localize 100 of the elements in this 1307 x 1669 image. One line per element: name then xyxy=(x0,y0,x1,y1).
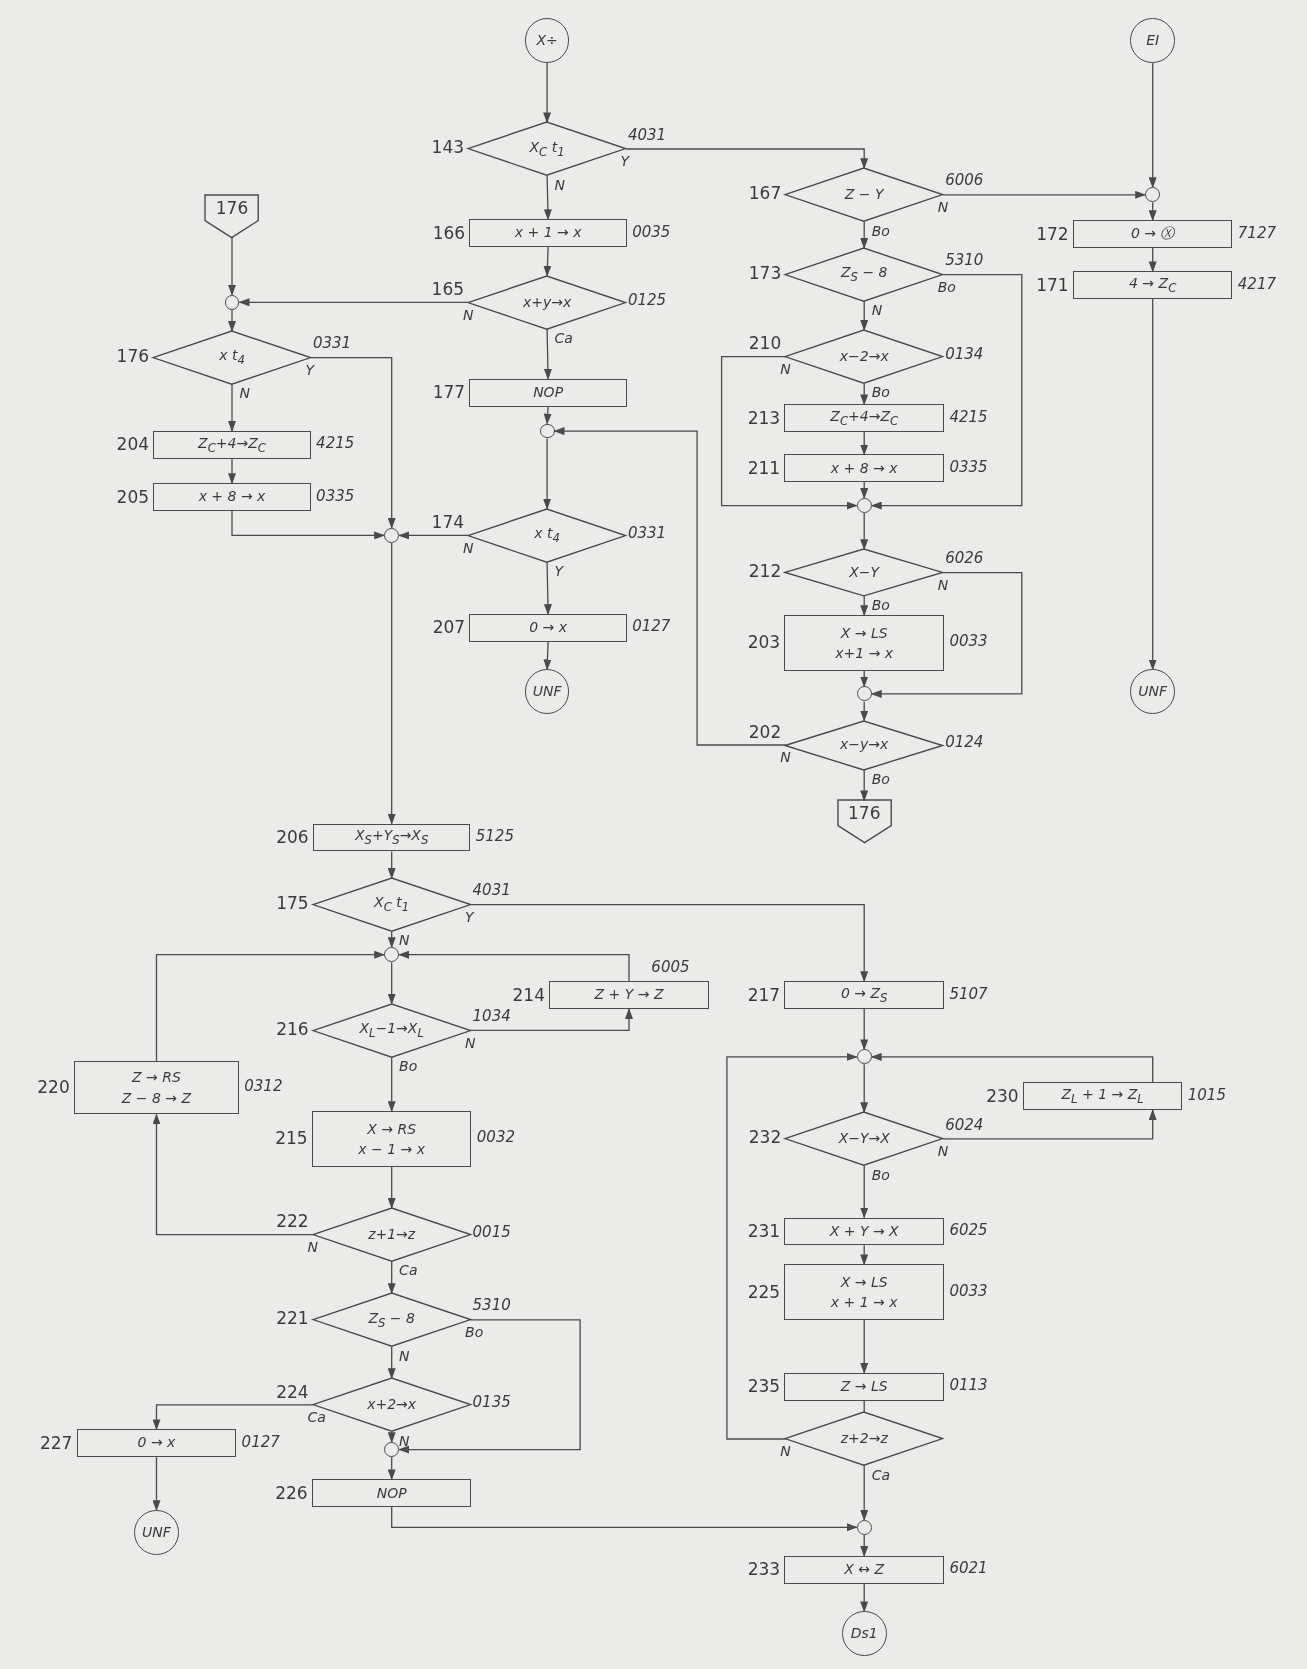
step-number: 210 xyxy=(748,335,782,353)
edge-label: N xyxy=(463,307,474,322)
node-text: UNF xyxy=(142,1523,171,1542)
terminal-circle xyxy=(134,1510,179,1555)
edge-label: Bo xyxy=(871,771,890,786)
arrow xyxy=(152,1404,314,1431)
edge-label: Bo xyxy=(871,385,890,400)
node-text: 176 xyxy=(848,803,881,825)
step-number: 177 xyxy=(432,384,466,402)
node-text: x + 8 → x xyxy=(198,488,266,506)
node-text: x − 1 → x xyxy=(358,1139,426,1159)
arrow xyxy=(870,1052,1154,1084)
address-code: 5125 xyxy=(475,829,514,845)
arrow xyxy=(860,768,869,802)
arrow xyxy=(387,930,396,949)
edge-label: Ca xyxy=(554,331,573,345)
address-code: 4215 xyxy=(949,409,988,425)
arrow xyxy=(387,1345,396,1380)
arrow xyxy=(543,174,552,221)
arrow xyxy=(553,427,787,746)
step-number: 227 xyxy=(39,1434,73,1452)
edge-label: N xyxy=(937,200,949,215)
arrow xyxy=(387,1165,396,1209)
step-number: 233 xyxy=(747,1561,781,1579)
edge-label: Bo xyxy=(937,279,956,294)
address-code: 4217 xyxy=(1237,276,1276,292)
junction-circle xyxy=(1145,187,1161,203)
arrow xyxy=(860,1583,869,1613)
arrow xyxy=(152,1456,161,1512)
junction-circle xyxy=(384,947,400,963)
step-number: 214 xyxy=(512,986,545,1004)
node-text: Z → LS xyxy=(840,1378,888,1396)
node-text: x t$_{4}$ xyxy=(534,525,560,546)
process-box xyxy=(1072,220,1233,248)
address-code: 6005 xyxy=(651,960,690,975)
node-text: NOP xyxy=(533,383,564,402)
process-box xyxy=(784,1373,945,1401)
arrow xyxy=(391,1506,858,1532)
address-code: 6024 xyxy=(945,1117,984,1133)
junction-circle xyxy=(856,686,872,702)
node-text: X$_{L}$−1→X$_{L}$ xyxy=(359,1020,424,1041)
edge-label: Ca xyxy=(399,1263,418,1278)
address-code: 0331 xyxy=(627,525,667,541)
arrow xyxy=(942,190,1147,199)
junction-circle xyxy=(224,294,240,310)
address-code: 0127 xyxy=(632,619,671,635)
process-box xyxy=(73,1061,239,1115)
process-box xyxy=(153,483,311,511)
step-number: 211 xyxy=(747,459,781,477)
node-text: 0 → x xyxy=(529,619,568,637)
edge-label: Y xyxy=(305,362,314,377)
node-text: x + 1 → x xyxy=(830,1293,898,1313)
step-number: 220 xyxy=(37,1079,70,1097)
step-number: 206 xyxy=(276,829,309,847)
step-number: 207 xyxy=(432,619,466,637)
node-text: x−2→x xyxy=(839,347,889,366)
node-text: Z + Y → Z xyxy=(594,986,664,1004)
arrow xyxy=(228,383,236,433)
address-code: 0124 xyxy=(945,735,984,751)
step-number: 173 xyxy=(748,265,782,282)
arrow xyxy=(387,1456,396,1481)
node-text: x + 8 → x xyxy=(830,459,898,478)
terminal-circle xyxy=(1130,669,1175,715)
edge-label: N xyxy=(780,750,791,765)
node-text: X + Y → X xyxy=(829,1222,899,1241)
node-text: X → LS xyxy=(840,1272,888,1292)
node-text: z+2→z xyxy=(840,1430,888,1448)
step-number: 205 xyxy=(116,488,149,506)
address-code: 6026 xyxy=(945,551,984,567)
arrow xyxy=(860,1063,869,1114)
node-text: Z$_{C}$+4→Z$_{C}$ xyxy=(198,434,266,456)
arrow xyxy=(543,405,552,425)
arrow xyxy=(860,700,869,722)
process-box xyxy=(469,614,627,642)
node-text: 176 xyxy=(215,197,249,219)
arrow xyxy=(228,458,236,485)
arrow xyxy=(720,355,858,510)
node-text: x t$_{4}$ xyxy=(219,347,245,368)
address-code: 0331 xyxy=(312,336,352,352)
node-text: UNF xyxy=(532,683,562,701)
step-number: 221 xyxy=(276,1310,309,1328)
arrow xyxy=(398,950,630,982)
address-code: 0127 xyxy=(241,1434,280,1450)
address-code: 1015 xyxy=(1187,1087,1226,1103)
address-code: 0335 xyxy=(949,459,988,475)
arrow xyxy=(625,148,869,170)
edge-label: Bo xyxy=(871,598,890,613)
process-box xyxy=(784,981,945,1009)
process-box xyxy=(784,1264,945,1320)
arrow xyxy=(860,481,869,500)
address-code: 0035 xyxy=(632,224,671,240)
junction-circle xyxy=(384,527,400,543)
node-text: Z$_{L}$ + 1 → Z$_{L}$ xyxy=(1061,1086,1144,1107)
terminal-circle xyxy=(1130,18,1175,63)
address-code: 6025 xyxy=(949,1222,988,1238)
process-box xyxy=(311,1111,472,1167)
arrow xyxy=(860,220,869,249)
process-box xyxy=(312,823,471,852)
step-number: 166 xyxy=(432,224,466,242)
arrow xyxy=(726,1052,858,1440)
